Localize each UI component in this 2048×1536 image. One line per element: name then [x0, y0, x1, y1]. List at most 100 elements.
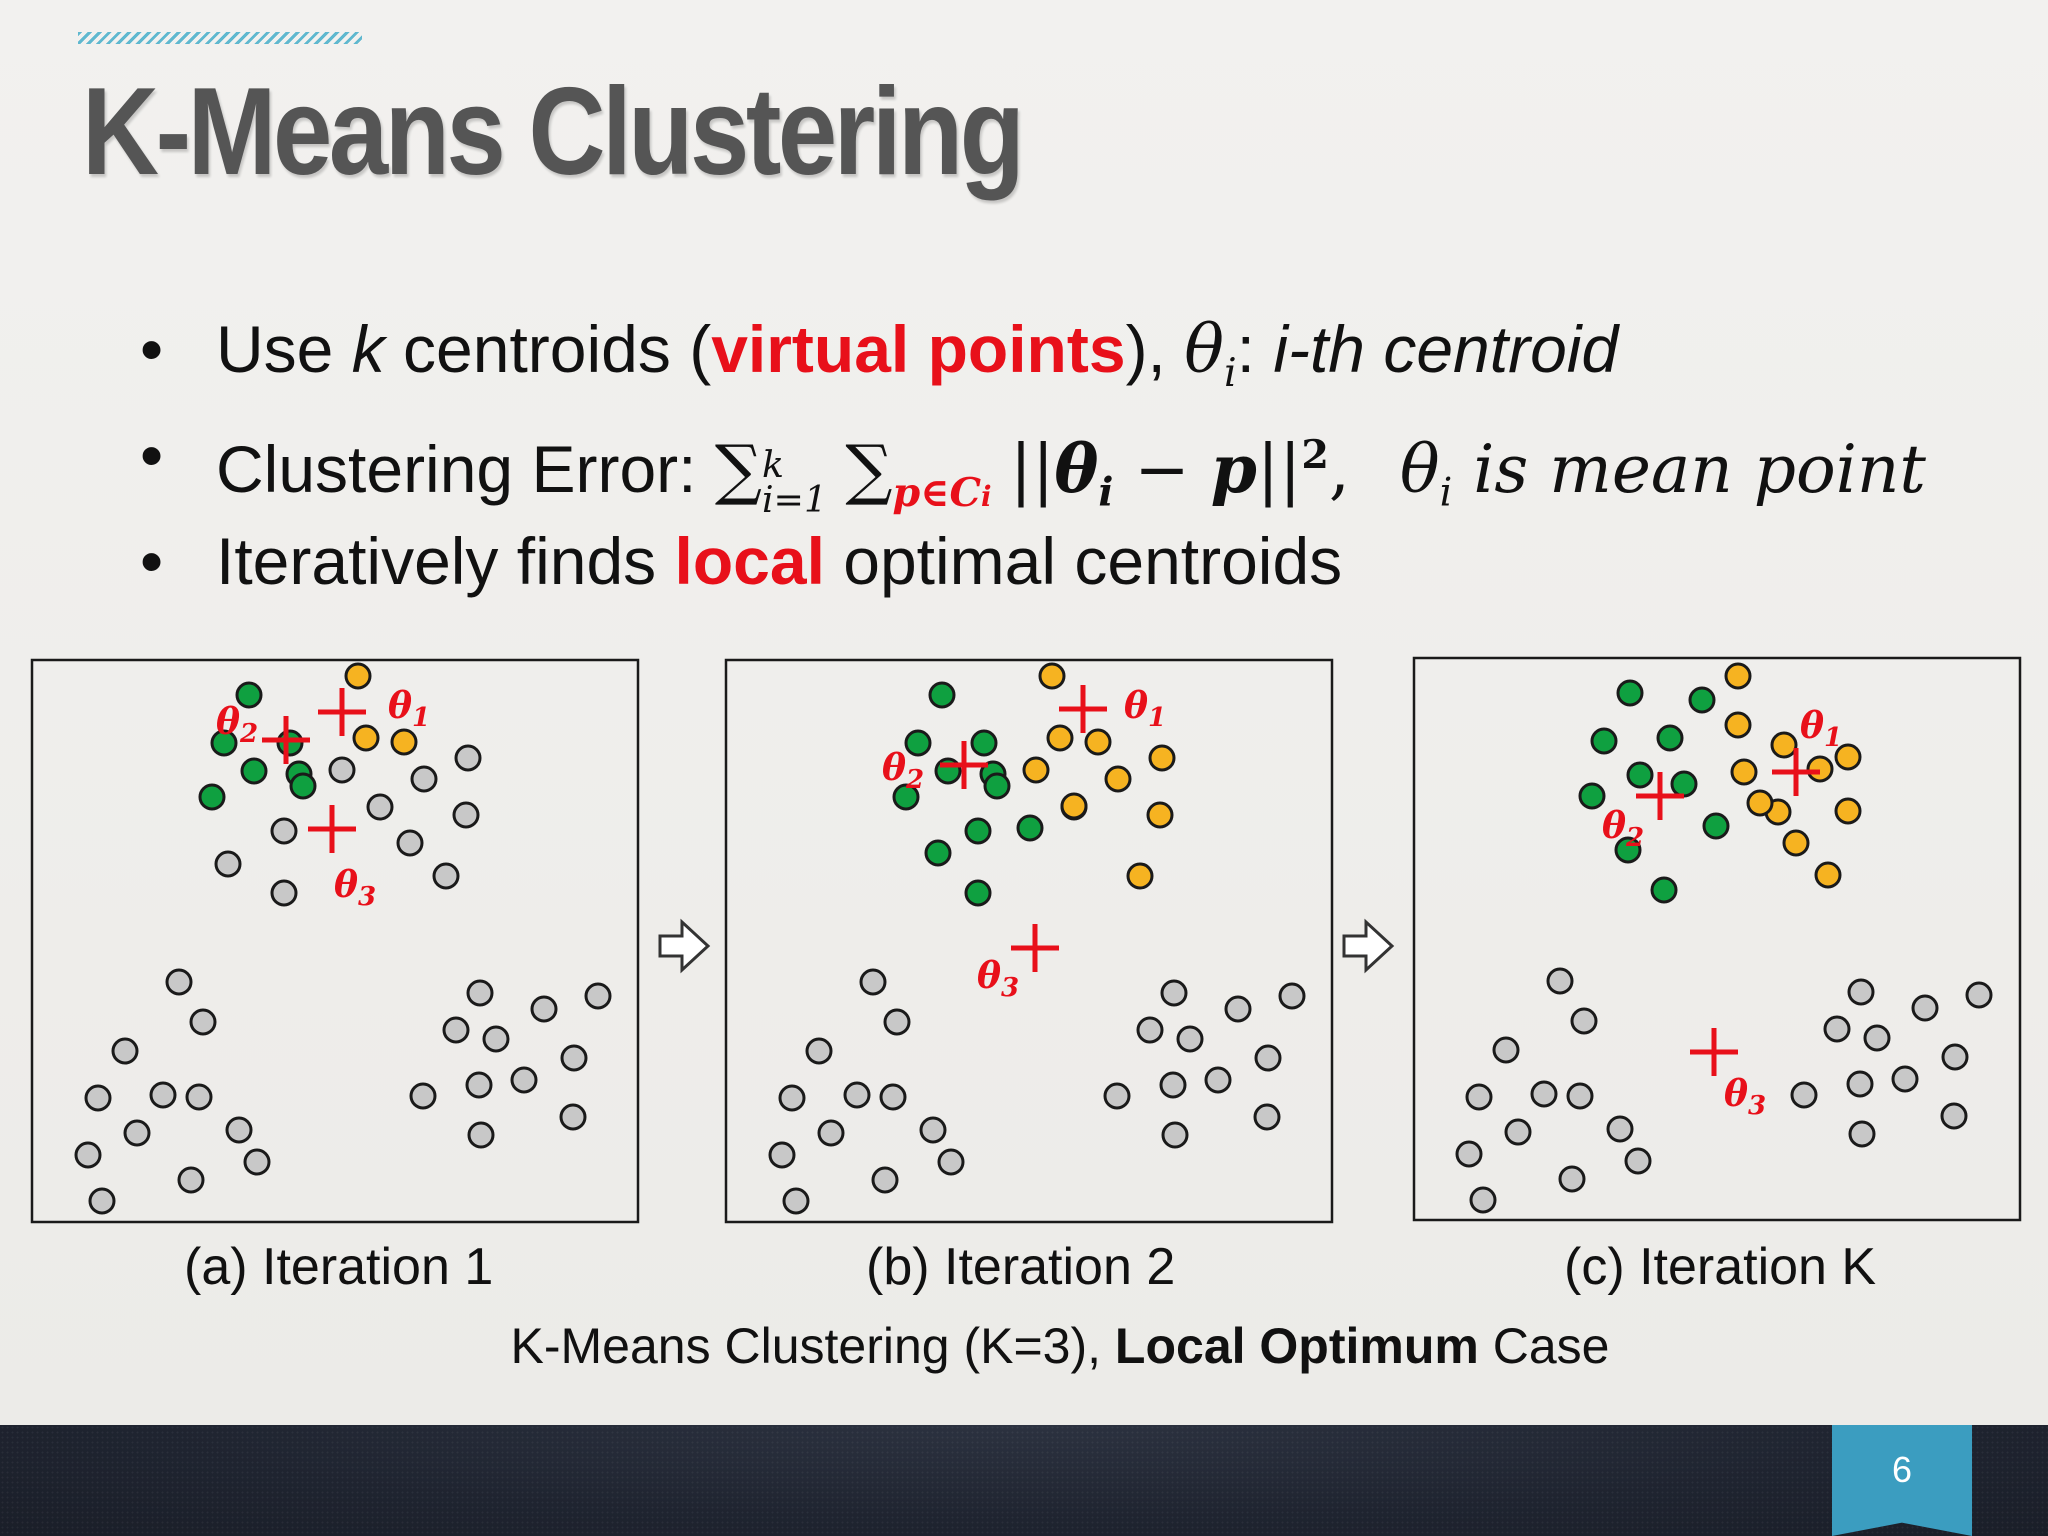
data-point [189, 1008, 217, 1036]
data-point [185, 1083, 213, 1111]
data-point [165, 968, 193, 996]
data-point [270, 879, 298, 907]
data-point [1790, 1081, 1818, 1109]
data-point [919, 1116, 947, 1144]
bullet-item-3: • Iteratively finds local optimal centro… [140, 518, 2020, 624]
sum-symbol: ∑ [714, 430, 762, 508]
data-point [1084, 728, 1112, 756]
data-point [344, 662, 372, 690]
data-point [276, 729, 304, 757]
data-point [1570, 1007, 1598, 1035]
data-point [1746, 789, 1774, 817]
data-point [328, 756, 356, 784]
panel-caption-2: (b) Iteration 2 [866, 1238, 1176, 1296]
data-point [1504, 1118, 1532, 1146]
data-point [1578, 782, 1606, 810]
data-point [1823, 1015, 1851, 1043]
data-point [879, 1083, 907, 1111]
bullet-text: Use k centroids (virtual points), θi: i-… [216, 311, 1619, 396]
data-point [1782, 829, 1810, 857]
data-point [1046, 724, 1074, 752]
data-point [1038, 662, 1066, 690]
data-point [1146, 801, 1174, 829]
centroid-label: θ2 [1602, 805, 1644, 853]
data-point [452, 801, 480, 829]
data-point [1670, 770, 1698, 798]
data-point [88, 1187, 116, 1215]
data-point [1770, 731, 1798, 759]
centroid-label: θ1 [388, 685, 430, 733]
data-point [805, 1037, 833, 1065]
data-point [1965, 981, 1993, 1009]
data-point [1254, 1044, 1282, 1072]
data-point [904, 729, 932, 757]
data-point [210, 729, 238, 757]
data-point [467, 1121, 495, 1149]
data-point [1834, 743, 1862, 771]
data-point [1253, 1103, 1281, 1131]
data-point [1465, 1083, 1493, 1111]
data-point [1846, 1070, 1874, 1098]
data-point [1806, 755, 1834, 783]
data-point [883, 1008, 911, 1036]
data-point [1614, 836, 1642, 864]
data-point [410, 765, 438, 793]
data-point [1530, 1080, 1558, 1108]
data-point [1566, 1082, 1594, 1110]
data-point [74, 1141, 102, 1169]
data-point [1159, 1071, 1187, 1099]
data-point [1624, 1147, 1652, 1175]
data-point [1650, 876, 1678, 904]
data-point [859, 968, 887, 996]
data-point [1103, 1082, 1131, 1110]
highlight-local: local [674, 524, 825, 598]
data-point [1724, 662, 1752, 690]
data-point [1834, 797, 1862, 825]
sum-symbol: ∑ [845, 430, 893, 508]
data-point [530, 995, 558, 1023]
data-point [1891, 1065, 1919, 1093]
data-point [1590, 727, 1618, 755]
data-point [1940, 1102, 1968, 1130]
data-point [782, 1187, 810, 1215]
data-point [1848, 1120, 1876, 1148]
data-point [465, 1071, 493, 1099]
panel-caption-3: (c) Iteration K [1564, 1238, 1877, 1296]
data-point [778, 1084, 806, 1112]
data-point [1558, 1165, 1586, 1193]
panel-frame [1412, 656, 2022, 1222]
data-point [1863, 1024, 1891, 1052]
panel-frame [30, 658, 640, 1224]
data-point [843, 1081, 871, 1109]
data-point [983, 772, 1011, 800]
data-point [559, 1103, 587, 1131]
data-point [1126, 862, 1154, 890]
data-point [1730, 758, 1758, 786]
bullet-dot-icon: • [140, 524, 164, 598]
data-point [1060, 792, 1088, 820]
data-point [970, 729, 998, 757]
data-point [442, 1016, 470, 1044]
data-point [396, 829, 424, 857]
data-point [1469, 1186, 1497, 1214]
centroid-label: θ2 [882, 747, 924, 795]
data-point [1278, 982, 1306, 1010]
data-point [432, 862, 460, 890]
data-point [937, 1148, 965, 1176]
data-point [584, 982, 612, 1010]
data-point [198, 783, 226, 811]
bullet-dot-icon: • [140, 418, 164, 492]
data-point [177, 1166, 205, 1194]
data-point [1160, 979, 1188, 1007]
data-point [1104, 765, 1132, 793]
data-point [1492, 1036, 1520, 1064]
data-point [235, 681, 263, 709]
data-point [560, 1044, 588, 1072]
data-point [149, 1081, 177, 1109]
data-point [1176, 1025, 1204, 1053]
data-point [1224, 995, 1252, 1023]
data-point [1016, 814, 1044, 842]
